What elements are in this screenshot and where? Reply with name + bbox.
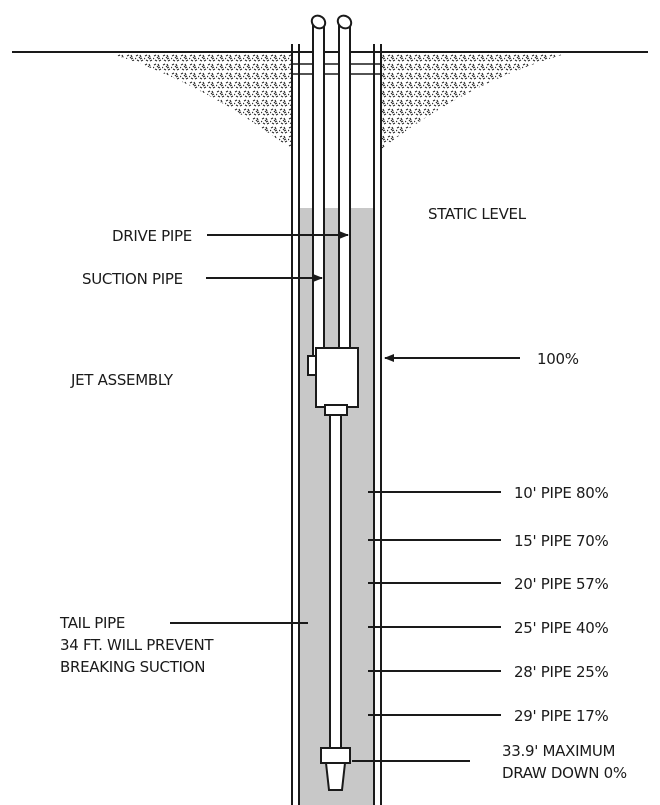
soil-right — [380, 52, 572, 150]
jet-coupling — [324, 404, 348, 416]
suction-pipe — [312, 23, 325, 359]
label-100-percent: 100% — [537, 350, 579, 368]
label-jet-assembly: JET ASSEMBLY — [70, 371, 174, 389]
label-suction-pipe: SUCTION PIPE — [82, 270, 183, 288]
label-level-28: 28' PIPE 25% — [514, 663, 609, 681]
label-drive-pipe: DRIVE PIPE — [112, 227, 192, 245]
draw-down-level-lines — [352, 491, 501, 762]
label-level-15: 15' PIPE 70% — [514, 532, 609, 550]
label-tail-pipe-note-1: 34 FT. WILL PREVENT — [60, 636, 214, 654]
label-static-level: STATIC LEVEL — [428, 205, 527, 223]
jet-body — [315, 347, 359, 408]
tail-pipe — [329, 414, 342, 749]
drive-pipe-top — [336, 14, 353, 30]
well-seal — [292, 63, 381, 75]
foot-valve-body — [324, 762, 347, 791]
label-tail-pipe: TAIL PIPE — [59, 614, 125, 632]
label-draw-down: DRAW DOWN 0% — [502, 764, 627, 782]
suction-pipe-top — [310, 14, 327, 30]
label-level-20: 20' PIPE 57% — [514, 575, 609, 593]
drive-pipe — [338, 23, 351, 352]
foot-valve-cap — [320, 747, 351, 764]
soil-left — [105, 52, 292, 150]
label-level-25: 25' PIPE 40% — [514, 619, 609, 637]
label-maximum: 33.9' MAXIMUM — [502, 742, 615, 760]
label-level-29: 29' PIPE 17% — [514, 707, 609, 725]
label-level-10: 10' PIPE 80% — [514, 484, 609, 502]
label-tail-pipe-note-2: BREAKING SUCTION — [60, 658, 205, 676]
